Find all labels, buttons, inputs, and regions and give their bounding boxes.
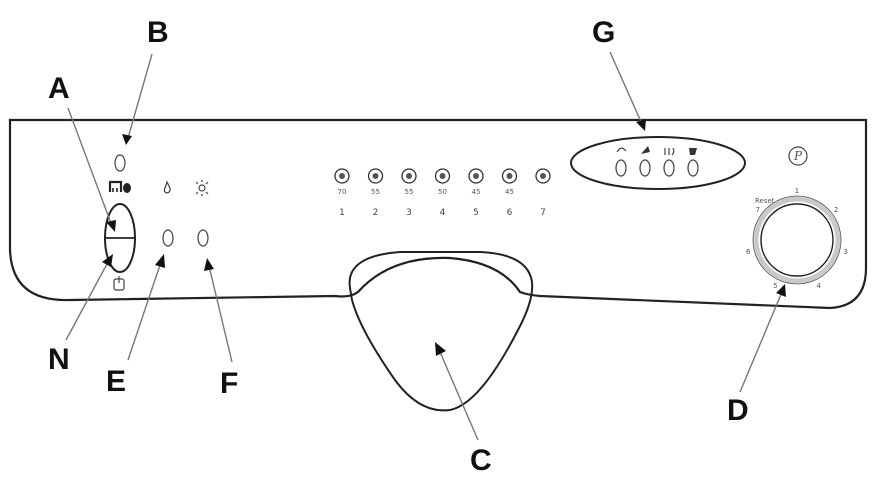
option-button-1[interactable] (615, 159, 627, 177)
program-icon (334, 168, 350, 184)
program-number: 1 (339, 208, 345, 218)
dial-position-2: 2 (834, 206, 838, 214)
leader-arrow-d (739, 284, 786, 393)
program-temperature: 50 (438, 188, 447, 196)
program-icon (468, 168, 484, 184)
salt-indicator-light (197, 229, 209, 247)
option-icon-4 (689, 148, 697, 155)
option-button-3[interactable] (663, 159, 675, 177)
program-row: 70 1 55 2 55 3 50 4 45 5 45 6 7 (334, 168, 551, 218)
leader-arrow-c (435, 342, 479, 441)
program-6: 45 6 (501, 168, 518, 218)
callout-label-e: E (106, 365, 126, 398)
dial-position-5: 5 (773, 282, 777, 290)
rinse-aid-indicator-light (162, 229, 174, 247)
on-off-button[interactable] (104, 203, 136, 273)
program-5: 45 5 (468, 168, 484, 218)
door-handle[interactable] (348, 251, 534, 412)
program-temperature: 55 (371, 188, 380, 196)
callout-label-g: G (592, 16, 615, 49)
callout-label-f: F (220, 367, 238, 400)
indicator-light-b (114, 154, 126, 172)
program-2: 55 2 (367, 168, 384, 218)
salt-icon (195, 180, 209, 196)
dial-position-4: 4 (816, 282, 821, 290)
option-button-4[interactable] (687, 159, 699, 177)
dial-position-7: 7 (756, 206, 760, 214)
program-icon (367, 168, 384, 184)
power-icon (113, 276, 125, 291)
program-icon (535, 168, 551, 184)
option-icon-1 (616, 147, 627, 153)
brand-logo: P (788, 146, 808, 166)
program-temperature: 45 (472, 188, 481, 196)
program-icon (401, 168, 417, 184)
program-7: 7 (535, 168, 551, 218)
program-number: 4 (440, 208, 446, 218)
program-number: 6 (507, 208, 513, 218)
option-button-2[interactable] (639, 159, 651, 177)
leader-arrow-g (609, 51, 646, 131)
callout-label-c: C (470, 444, 492, 477)
half-load-icon (108, 180, 131, 193)
program-dial[interactable] (752, 195, 842, 285)
callout-label-d: D (727, 394, 749, 427)
option-icon-3 (664, 147, 675, 156)
leader-arrow-a (67, 107, 116, 232)
program-3: 55 3 (401, 168, 417, 218)
leader-arrow-e (127, 254, 165, 361)
program-icon (501, 168, 518, 184)
program-temperature: 70 (338, 188, 347, 196)
callout-label-a: A (48, 72, 70, 105)
program-number: 5 (473, 208, 479, 218)
program-4: 50 4 (434, 168, 451, 218)
leader-arrow-n (65, 254, 113, 341)
program-temperature: 55 (405, 188, 414, 196)
dial-reset-label: Reset (755, 197, 775, 205)
leader-arrow-f (204, 258, 233, 363)
program-number: 7 (540, 208, 546, 218)
option-icon-2 (641, 146, 650, 154)
panel-outline (8, 118, 868, 310)
program-number: 2 (373, 208, 379, 218)
callout-label-n: N (48, 343, 70, 376)
program-temperature: 45 (505, 188, 514, 196)
leader-arrow-b (122, 53, 153, 145)
dial-position-3: 3 (844, 248, 848, 256)
callout-label-b: B (147, 16, 169, 49)
program-1: 70 1 (334, 168, 350, 218)
program-number: 3 (406, 208, 412, 218)
svg-text:P: P (793, 149, 803, 163)
program-icon (434, 168, 451, 184)
dial-position-labels: 1 2 3 4 5 6 7 (746, 187, 848, 290)
dial-position-6: 6 (746, 248, 751, 256)
dial-position-1: 1 (795, 187, 799, 195)
rinse-aid-icon (163, 180, 171, 194)
option-buttons-panel (570, 136, 746, 190)
